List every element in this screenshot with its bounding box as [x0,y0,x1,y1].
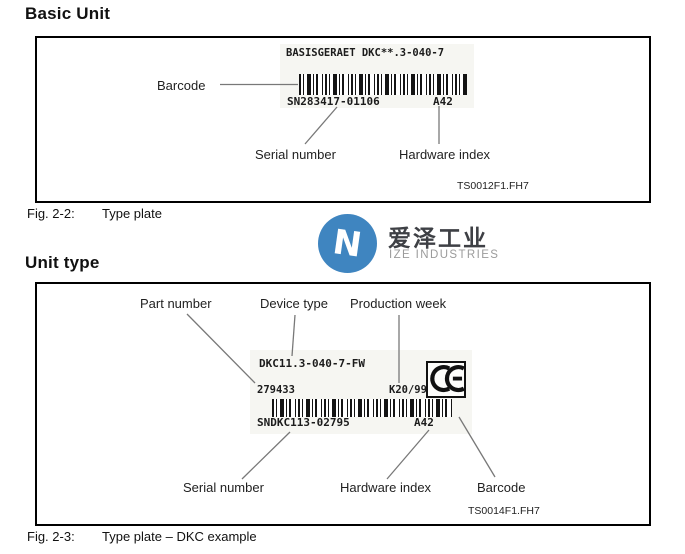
watermark-brand-english: IZE INDUSTRIES [389,249,500,261]
serial-number-value: SNDKC113-02795 [257,416,350,429]
hardware-index-label: Hardware index [399,147,491,162]
barcode-label: Barcode [157,78,206,93]
hardware-connector-line [386,429,430,480]
serial-connector-line [304,106,338,145]
production-week-value: K20/99 [389,384,427,396]
barcode-graphic [299,74,467,95]
part-number-value: 279433 [257,384,295,396]
figure-file-reference: TS0012F1.FH7 [457,180,529,192]
figure-2-2-type-plate: BASISGERAET DKC**.3-040-7 SN283417-01106… [35,36,651,203]
barcode-connector-line [458,416,496,478]
device-type-connector-line [291,314,296,357]
device-type-value: DKC11.3-040-7-FW [259,357,365,370]
watermark-brand-chinese: 爱泽工业 [388,226,488,252]
serial-connector-line [241,431,291,480]
hardware-index-label: Hardware index [340,480,432,495]
production-week-label: Production week [350,296,447,311]
section-heading-basic-unit: Basic Unit [25,4,111,23]
figure-file-reference: TS0014F1.FH7 [468,505,540,517]
barcode-graphic [272,399,452,417]
section-heading-unit-type: Unit type [25,253,100,272]
barcode-label: Barcode [477,480,526,495]
plate-title: BASISGERAET DKC**.3-040-7 [286,47,445,59]
ize-logo-letter: N [330,221,365,266]
hardware-index-value: A42 [433,95,453,108]
figure-caption-text: Type plate – DKC example [102,529,257,544]
figure-caption-number: Fig. 2-3: [27,529,75,544]
part-number-connector-line [186,313,256,384]
figure-2-3-type-plate-dkc: Part number Device type Production week … [35,282,651,526]
figure-caption-text: Type plate [102,206,162,221]
figure-caption-number: Fig. 2-2: [27,206,75,221]
serial-number-label: Serial number [183,480,264,495]
device-type-label: Device type [260,296,328,311]
serial-number-value: SN283417-01106 [287,95,380,108]
connector-lines [220,83,440,145]
hardware-index-value: A42 [414,416,434,429]
serial-number-label: Serial number [255,147,336,162]
connector-lines [186,313,496,480]
ce-mark-icon [426,361,466,398]
ize-logo-icon: N [318,214,377,273]
part-number-label: Part number [140,296,212,311]
